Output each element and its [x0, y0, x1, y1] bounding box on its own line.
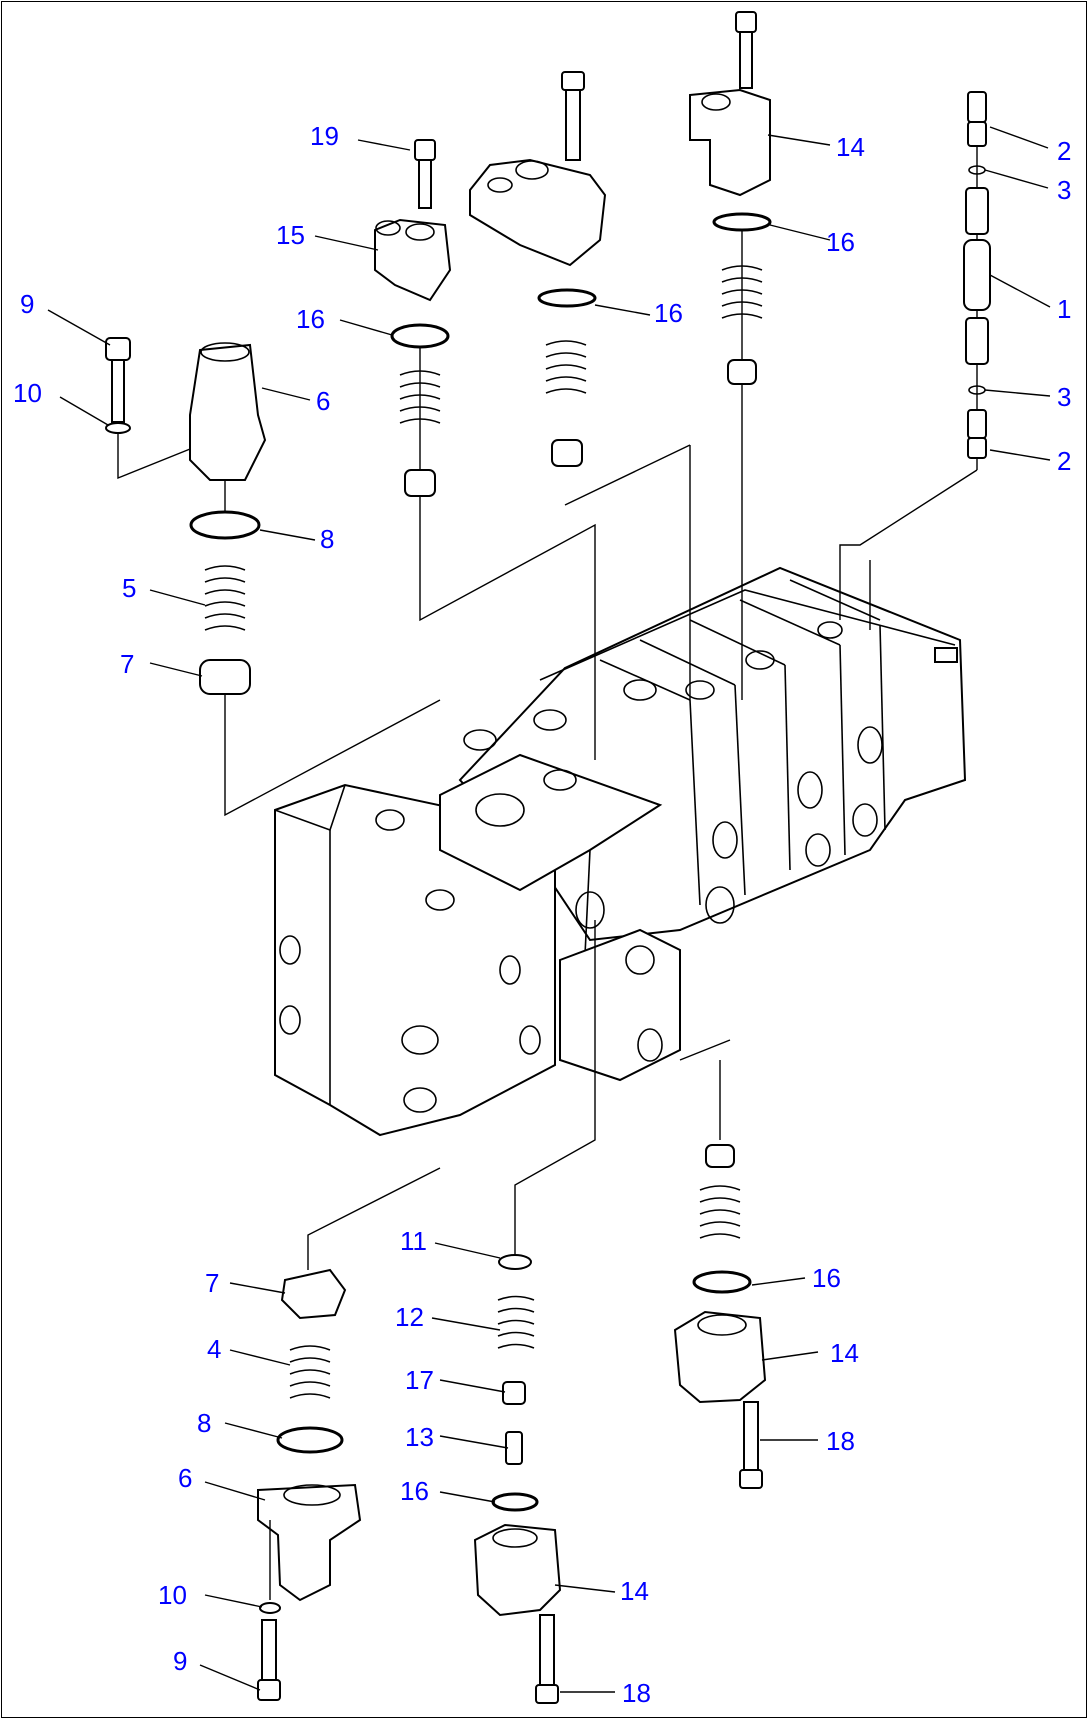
- callout-18-lower-right: 18: [826, 1426, 855, 1456]
- cover-15: [374, 139, 596, 760]
- spool-assembly-right: [839, 91, 991, 630]
- callout-19: 19: [310, 121, 339, 151]
- callout-2-upper: 2: [1057, 136, 1071, 166]
- callout-6-lower: 6: [178, 1463, 192, 1493]
- callout-18-lower-center: 18: [622, 1678, 651, 1708]
- cover-center-top: [469, 71, 691, 700]
- callout-6-upper: 6: [316, 386, 330, 416]
- callout-16-top-center: 16: [654, 298, 683, 328]
- callout-9-upper: 9: [20, 289, 34, 319]
- callout-8-lower: 8: [197, 1408, 211, 1438]
- callout-16-top-right: 16: [826, 227, 855, 257]
- control-valve-body: [274, 566, 967, 1137]
- callout-17: 17: [405, 1365, 434, 1395]
- callout-14-lower-right: 14: [830, 1338, 859, 1368]
- callout-10-lower: 10: [158, 1580, 187, 1610]
- callout-16-lower-center: 16: [400, 1476, 429, 1506]
- callout-4: 4: [207, 1334, 221, 1364]
- callout-12: 12: [395, 1302, 424, 1332]
- callout-5: 5: [122, 573, 136, 603]
- callout-7-upper: 7: [120, 649, 134, 679]
- callout-11: 11: [400, 1226, 427, 1256]
- callout-16-lower-right: 16: [812, 1263, 841, 1293]
- cover-14-upper: [689, 11, 772, 700]
- callout-leaders: [47, 126, 1051, 1693]
- spool-assembly-lower-right: [673, 1039, 767, 1489]
- callout-14-top: 14: [836, 132, 865, 162]
- callout-13: 13: [405, 1422, 434, 1452]
- callout-16-top-left: 16: [296, 304, 325, 334]
- relief-assembly-upper-left: [105, 337, 441, 817]
- callout-7-lower: 7: [205, 1268, 219, 1298]
- callout-1: 1: [1057, 294, 1071, 324]
- callout-9-lower: 9: [173, 1646, 187, 1676]
- callout-labels: 2 3 1 3 2 14 16 16 19 15 16 9 10 6 8 5 7…: [13, 121, 1071, 1708]
- callout-2-lower: 2: [1057, 446, 1071, 476]
- relief-assembly-lower-left: [257, 1167, 441, 1701]
- callout-10-upper: 10: [13, 378, 42, 408]
- spool-assembly-lower-center: [473, 920, 596, 1704]
- callout-8-upper: 8: [320, 524, 334, 554]
- callout-15: 15: [276, 220, 305, 250]
- callout-14-lower-center: 14: [620, 1576, 649, 1606]
- callout-3-lower: 3: [1057, 382, 1071, 412]
- callout-3-upper: 3: [1057, 175, 1071, 205]
